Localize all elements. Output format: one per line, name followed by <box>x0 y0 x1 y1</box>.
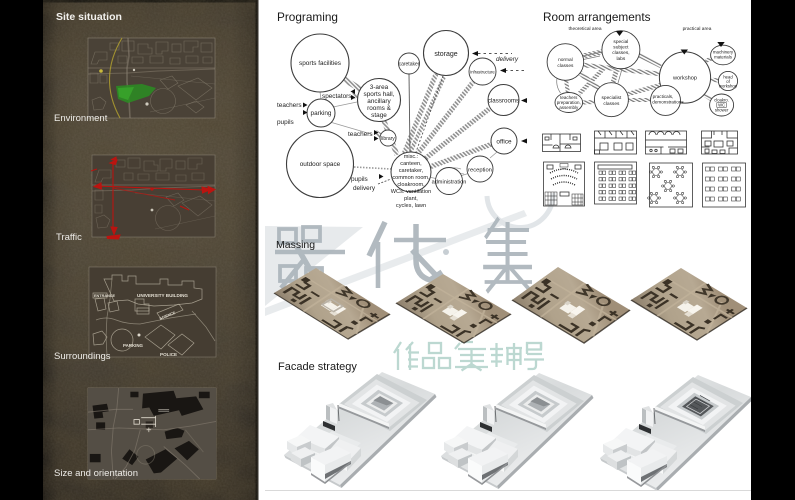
svg-text:rooms &: rooms & <box>367 105 392 112</box>
svg-text:classrooms: classrooms <box>488 98 519 105</box>
svg-text:specialist: specialist <box>602 95 622 101</box>
svg-text:classes: classes <box>603 101 620 107</box>
svg-text:workshop: workshop <box>672 76 697 82</box>
svg-text:classes,: classes, <box>612 50 629 56</box>
svg-text:storage: storage <box>434 51 457 58</box>
svg-text:outdoor space: outdoor space <box>300 161 341 168</box>
svg-text:labs: labs <box>616 56 625 62</box>
svg-text:pupils: pupils <box>277 119 294 126</box>
svg-text:Programing: Programing <box>277 10 338 24</box>
svg-text:teachers: teachers <box>348 131 373 138</box>
svg-text:spectators: spectators <box>322 93 351 100</box>
svg-text:head: head <box>723 75 733 80</box>
svg-text:cloakroom,: cloakroom, <box>397 182 425 188</box>
svg-text:materials: materials <box>714 55 733 60</box>
svg-text:Room arrangements: Room arrangements <box>543 10 651 24</box>
svg-text:sports facilities: sports facilities <box>299 60 341 67</box>
svg-text:canteen,: canteen, <box>400 161 422 167</box>
svg-text:special: special <box>613 39 628 45</box>
svg-text:Surroundings: Surroundings <box>54 351 111 362</box>
svg-text:cloakro.: cloakro. <box>714 98 729 103</box>
svg-text:PARKING: PARKING <box>123 343 144 348</box>
svg-text:shower: shower <box>715 108 729 113</box>
svg-text:practical area: practical area <box>683 26 712 32</box>
svg-text:plant,: plant, <box>404 196 418 202</box>
svg-text:parking: parking <box>311 110 332 117</box>
svg-text:workshop: workshop <box>719 84 738 89</box>
svg-text:pupils: pupils <box>351 176 368 183</box>
svg-text:cycles, lawn: cycles, lawn <box>396 203 426 209</box>
svg-text:Site situation: Site situation <box>56 11 122 23</box>
svg-text:teachers: teachers <box>560 95 578 100</box>
svg-text:POLICE: POLICE <box>160 352 177 357</box>
svg-text:delivery: delivery <box>353 185 376 192</box>
svg-text:infrastructure: infrastructure <box>470 70 495 75</box>
svg-text:common room,: common room, <box>392 175 430 181</box>
svg-text:caretaker,: caretaker, <box>399 168 424 174</box>
svg-text:Environment: Environment <box>54 113 108 124</box>
svg-text:sports hall,: sports hall, <box>364 91 395 98</box>
svg-text:WCs. ventilation: WCs. ventilation <box>391 189 431 195</box>
svg-text:ENTRANCE: ENTRANCE <box>94 294 116 298</box>
svg-text:practicals,: practicals, <box>653 94 674 99</box>
svg-text:theoretical area: theoretical area <box>568 26 601 32</box>
svg-text:UNIVERSITY BUILDING: UNIVERSITY BUILDING <box>137 293 188 298</box>
svg-text:caretaker: caretaker <box>399 62 420 68</box>
svg-text:3-area: 3-area <box>370 84 389 91</box>
svg-text:Traffic: Traffic <box>56 232 82 243</box>
svg-text:SCIENCE: SCIENCE <box>159 311 177 321</box>
svg-text:subject: subject <box>613 45 629 51</box>
svg-text:of: of <box>726 79 730 84</box>
svg-text:office: office <box>496 139 512 146</box>
svg-text:machinery: machinery <box>713 50 734 55</box>
svg-text:assembly: assembly <box>559 105 579 110</box>
svg-text:reception: reception <box>468 168 492 174</box>
svg-text:Massing: Massing <box>276 239 315 251</box>
svg-text:misc.:: misc.: <box>404 154 419 160</box>
svg-text:stage: stage <box>371 112 387 119</box>
svg-text:Size and orientation: Size and orientation <box>54 468 138 479</box>
svg-text:Facade strategy: Facade strategy <box>278 361 357 373</box>
svg-text:delivery: delivery <box>496 56 519 63</box>
svg-text:normal: normal <box>558 57 573 63</box>
svg-text:demonstrations: demonstrations <box>652 100 684 105</box>
svg-text:library: library <box>381 136 395 142</box>
svg-text:teachers: teachers <box>277 102 302 109</box>
svg-text:preparation,: preparation, <box>557 100 581 105</box>
svg-text:WC: WC <box>718 103 725 108</box>
svg-text:administration: administration <box>432 180 467 186</box>
svg-text:classes: classes <box>557 63 574 69</box>
svg-text:ancillary: ancillary <box>367 98 391 105</box>
